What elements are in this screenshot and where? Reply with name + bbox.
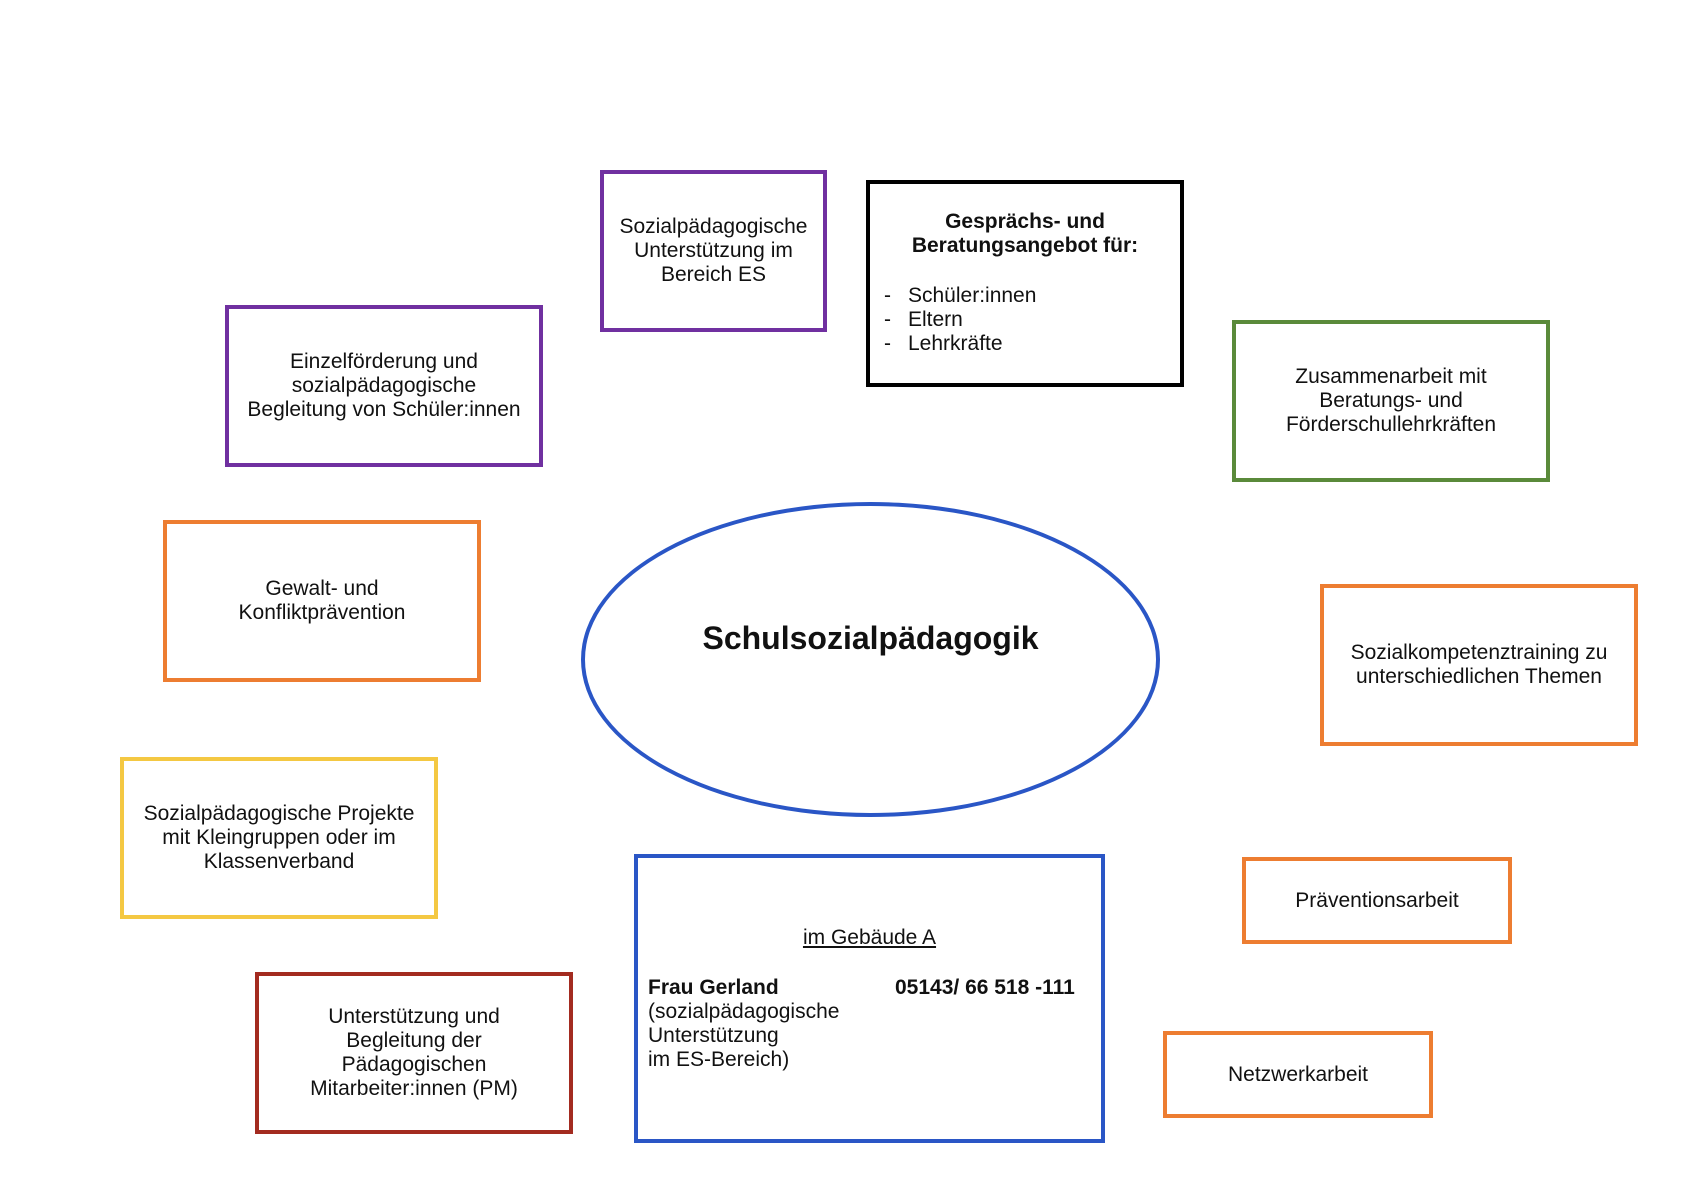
box-pm-support: Unterstützung und Begleitung der Pädagog… — [255, 972, 573, 1134]
box-contact: im Gebäude A Frau Gerland 05143/ 66 518 … — [634, 854, 1105, 1143]
list-item-label: Schüler:innen — [908, 284, 1037, 307]
box-network-work-label: Netzwerkarbeit — [1227, 1062, 1369, 1086]
bullet-dash: - — [884, 332, 891, 355]
bullet-dash: - — [884, 284, 891, 307]
box-network-work: Netzwerkarbeit — [1163, 1031, 1433, 1118]
box-projects: Sozialpädagogische Projekte mit Kleingru… — [120, 757, 438, 919]
box-prevention-work-label: Präventionsarbeit — [1295, 888, 1459, 912]
box-projects-label: Sozialpädagogische Projekte mit Kleingru… — [143, 802, 415, 873]
list-item: -Schüler:innen — [884, 284, 1166, 308]
box-es-support-label: Sozialpädagogische Unterstützung im Bere… — [619, 215, 808, 286]
bullet-dash: - — [884, 308, 891, 331]
box-consultation-offer: Gesprächs- und Beratungsangebot für: -Sc… — [866, 180, 1184, 387]
box-es-support: Sozialpädagogische Unterstützung im Bere… — [600, 170, 827, 332]
contact-role: (sozialpädagogische Unterstützung im ES-… — [648, 1000, 840, 1071]
box-collaboration: Zusammenarbeit mit Beratungs- und Förder… — [1232, 320, 1550, 482]
list-item-label: Lehrkräfte — [908, 332, 1003, 355]
list-item-label: Eltern — [908, 308, 963, 331]
box-pm-support-label: Unterstützung und Begleitung der Pädagog… — [310, 1005, 518, 1100]
contact-phone: 05143/ 66 518 -111 — [895, 976, 1075, 999]
box-individual-support-label: Einzelförderung und sozialpädagogische B… — [247, 350, 521, 421]
consultation-list: -Schüler:innen -Eltern -Lehrkräfte — [884, 284, 1166, 356]
box-social-skills-training-label: Sozialkompetenztraining zu unterschiedli… — [1350, 641, 1608, 688]
box-social-skills-training: Sozialkompetenztraining zu unterschiedli… — [1320, 584, 1638, 746]
box-prevention-work: Präventionsarbeit — [1242, 857, 1512, 944]
central-topic-ellipse: Schulsozialpädagogik — [581, 502, 1160, 817]
contact-name: Frau Gerland — [648, 976, 779, 999]
list-item: -Eltern — [884, 308, 1166, 332]
list-item: -Lehrkräfte — [884, 332, 1166, 356]
box-violence-prevention: Gewalt- und Konfliktprävention — [163, 520, 481, 682]
box-collaboration-label: Zusammenarbeit mit Beratungs- und Förder… — [1285, 365, 1497, 436]
box-individual-support: Einzelförderung und sozialpädagogische B… — [225, 305, 543, 467]
consultation-heading: Gesprächs- und Beratungsangebot für: — [911, 210, 1139, 257]
box-violence-prevention-label: Gewalt- und Konfliktprävention — [238, 577, 406, 624]
central-topic-title: Schulsozialpädagogik — [702, 620, 1039, 656]
contact-location: im Gebäude A — [802, 926, 937, 949]
